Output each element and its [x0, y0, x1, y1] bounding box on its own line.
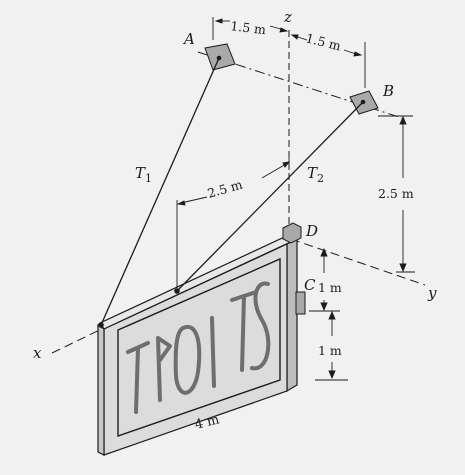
sign-inner-frame — [117, 257, 281, 437]
dim-sign-width: 4 m — [193, 412, 221, 433]
dim-b-height: 2.5 m — [378, 186, 414, 201]
label-point-c: C — [304, 276, 316, 294]
label-cable-t2: T2 — [307, 164, 324, 185]
label-axis-x: x — [33, 344, 42, 362]
bracket-d — [282, 222, 302, 244]
dim-z-to-b: 1.5 m — [304, 30, 342, 53]
dim-a-to-z: 1.5 m — [230, 18, 267, 37]
sign-left-edge — [97, 323, 105, 456]
cable-attach-point-1 — [98, 322, 104, 328]
sign-lettering — [126, 281, 271, 414]
label-point-a: A — [182, 30, 195, 48]
cable-attach-point-2 — [174, 288, 180, 294]
cable-t1 — [100, 57, 220, 326]
cable-t2 — [176, 101, 364, 292]
label-point-d: D — [305, 222, 318, 240]
y-axis — [290, 238, 426, 286]
anchor-plate-a — [204, 43, 236, 71]
label-point-b: B — [382, 82, 394, 100]
label-axis-y: y — [427, 284, 437, 302]
dim-cable-attach-offset: 2.5 m — [206, 177, 245, 201]
sign-board — [97, 232, 298, 456]
labels: A B C D z x y T1 T2 1.5 m 1.5 m 2.5 m 2.… — [33, 8, 437, 433]
dimension-lines — [176, 17, 415, 381]
sign-side-edge — [286, 238, 298, 393]
dim-d-to-c: 1 m — [318, 280, 342, 295]
label-axis-z: z — [283, 8, 292, 26]
dim-c-to-bottom: 1 m — [318, 343, 342, 358]
bracket-c — [295, 291, 306, 315]
label-cable-t1: T1 — [135, 164, 152, 185]
